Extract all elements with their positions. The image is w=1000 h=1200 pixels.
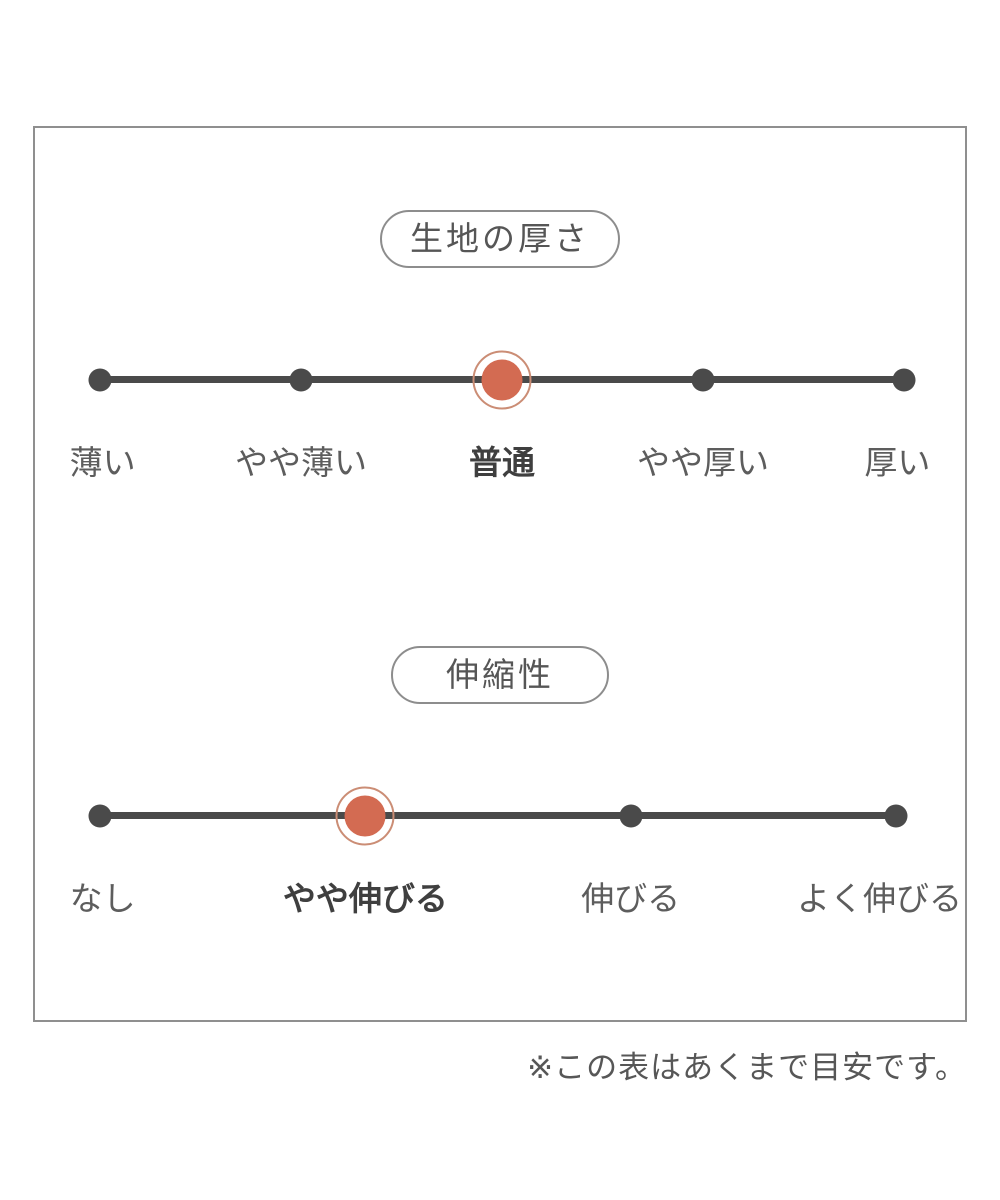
scale-dot bbox=[88, 804, 112, 827]
guide-frame bbox=[33, 126, 967, 1022]
scale-track bbox=[88, 786, 908, 845]
scale-dot bbox=[289, 368, 313, 391]
scale-dot bbox=[691, 368, 715, 391]
scale-dot bbox=[892, 368, 916, 391]
scale-label: なし bbox=[69, 879, 136, 918]
fabric-thickness-section: 生地の厚さ薄い やや薄い 普通 やや厚い 厚い bbox=[33, 210, 967, 500]
scale-label: やや薄い bbox=[235, 443, 367, 482]
selected-dot bbox=[472, 350, 532, 409]
scale-label: 薄い bbox=[69, 443, 136, 482]
stretchiness-section: 伸縮性なし やや伸びる 伸びる よく伸びる bbox=[33, 646, 967, 936]
scale-label-selected: やや伸びる bbox=[282, 879, 448, 918]
scale-label: 伸びる bbox=[581, 879, 681, 918]
selected-dot bbox=[335, 786, 395, 845]
scale-labels: なし やや伸びる 伸びる よく伸びる bbox=[70, 876, 962, 922]
scale-label: やや厚い bbox=[637, 443, 769, 482]
scale-dot bbox=[619, 804, 643, 827]
scale-dot bbox=[88, 368, 112, 391]
disclaimer-note: ※この表はあくまで目安です。 bbox=[527, 1050, 967, 1086]
scale-label: 厚い bbox=[864, 443, 931, 482]
scale-dot bbox=[884, 804, 908, 827]
scale-label: よく伸びる bbox=[797, 879, 962, 918]
scale-track bbox=[88, 350, 916, 409]
section-title-pill: 伸縮性 bbox=[391, 646, 609, 704]
scale-label-selected: 普通 bbox=[469, 443, 535, 482]
section-title-pill: 生地の厚さ bbox=[380, 210, 620, 268]
scale-labels: 薄い やや薄い 普通 やや厚い 厚い bbox=[70, 440, 931, 486]
